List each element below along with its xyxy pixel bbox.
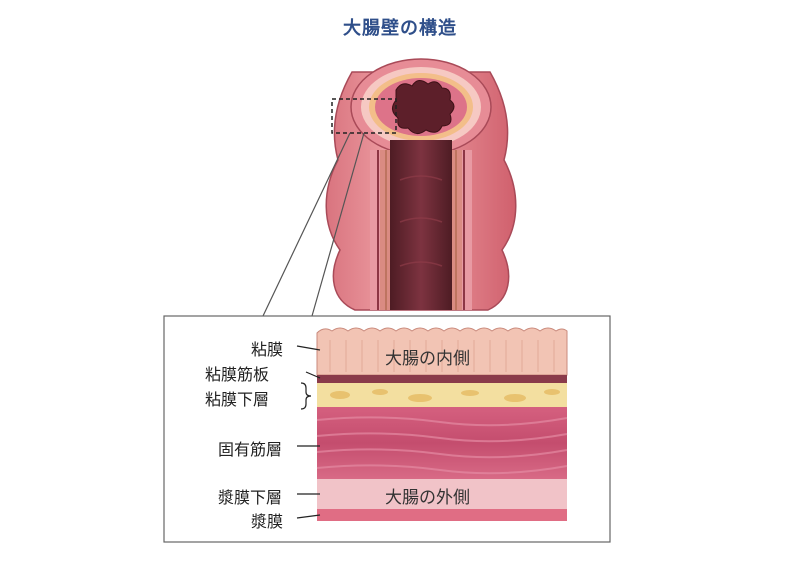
inner-side-label: 大腸の内側: [385, 349, 470, 369]
label-submucosa: 粘膜下層: [205, 390, 270, 409]
label-serosa: 漿膜: [251, 512, 284, 531]
wall-cross-section: [316, 327, 568, 521]
zoom-connector-line: [311, 132, 365, 317]
label-muscularis-mucosae: 粘膜筋板: [205, 365, 270, 384]
colon-tube-illustration: [325, 58, 517, 311]
page-title: 大腸壁の構造: [343, 18, 457, 39]
layer-muscularis-propria: [317, 407, 567, 479]
layer-submucosa: [317, 383, 567, 407]
outer-side-label: 大腸の外側: [385, 488, 470, 508]
layer-muscularis-mucosae: [317, 375, 567, 383]
layer-serosa: [317, 509, 567, 521]
label-subserosa: 漿膜下層: [218, 488, 283, 507]
label-muscularis-propria: 固有筋層: [218, 440, 283, 459]
label-mucosa: 粘膜: [251, 340, 284, 359]
layer-subserosa: [317, 479, 567, 509]
label-leaders: [296, 345, 321, 519]
zoom-connector-line: [262, 132, 351, 317]
